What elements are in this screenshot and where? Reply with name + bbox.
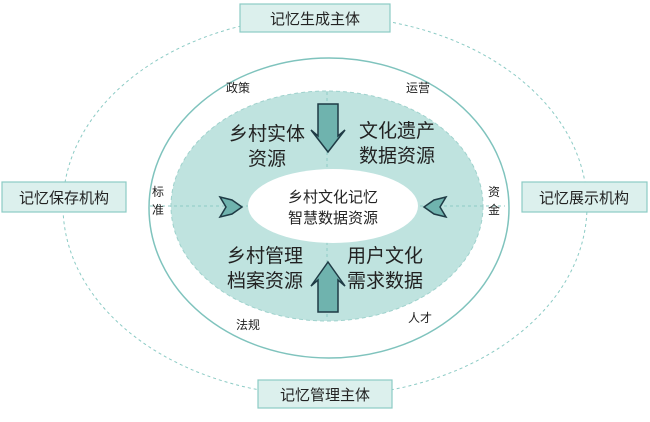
factor-funding-1: 资 [488, 185, 500, 199]
box-left: 记忆保存机构 [1, 181, 127, 213]
arrow-up-icon [310, 260, 346, 313]
box-right-label: 记忆展示机构 [539, 189, 629, 207]
box-right: 记忆展示机构 [521, 181, 648, 213]
arrow-left-icon [422, 195, 448, 219]
arrow-right-icon [218, 195, 244, 219]
resource-heritage-2: 数据资源 [359, 145, 435, 167]
factor-talent: 人才 [408, 311, 432, 325]
resource-archive-2: 档案资源 [227, 270, 303, 292]
resource-archive-1: 乡村管理 [227, 245, 303, 267]
factor-standard-2: 准 [152, 203, 164, 217]
arrow-down-icon [310, 103, 346, 154]
resource-rural-entity-2: 资源 [248, 148, 286, 170]
box-top-label: 记忆生成主体 [270, 10, 360, 28]
center-ellipse [248, 169, 418, 243]
resource-rural-entity-1: 乡村实体 [229, 123, 305, 145]
resource-user-demand-2: 需求数据 [347, 270, 423, 292]
box-top: 记忆生成主体 [239, 3, 391, 33]
factor-funding-2: 金 [488, 202, 500, 217]
factor-standard-1: 标 [152, 185, 164, 199]
factor-policy: 政策 [226, 81, 250, 95]
box-bottom-label: 记忆管理主体 [280, 386, 370, 404]
box-left-label: 记忆保存机构 [19, 189, 109, 207]
center-label-2: 智慧数据资源 [288, 209, 378, 227]
resource-user-demand-1: 用户文化 [347, 245, 423, 267]
center-label-1: 乡村文化记忆 [288, 188, 378, 206]
resource-heritage-1: 文化遗产 [359, 120, 435, 142]
factor-law: 法规 [236, 317, 260, 332]
box-bottom: 记忆管理主体 [257, 379, 393, 409]
factor-operation: 运营 [406, 81, 430, 95]
